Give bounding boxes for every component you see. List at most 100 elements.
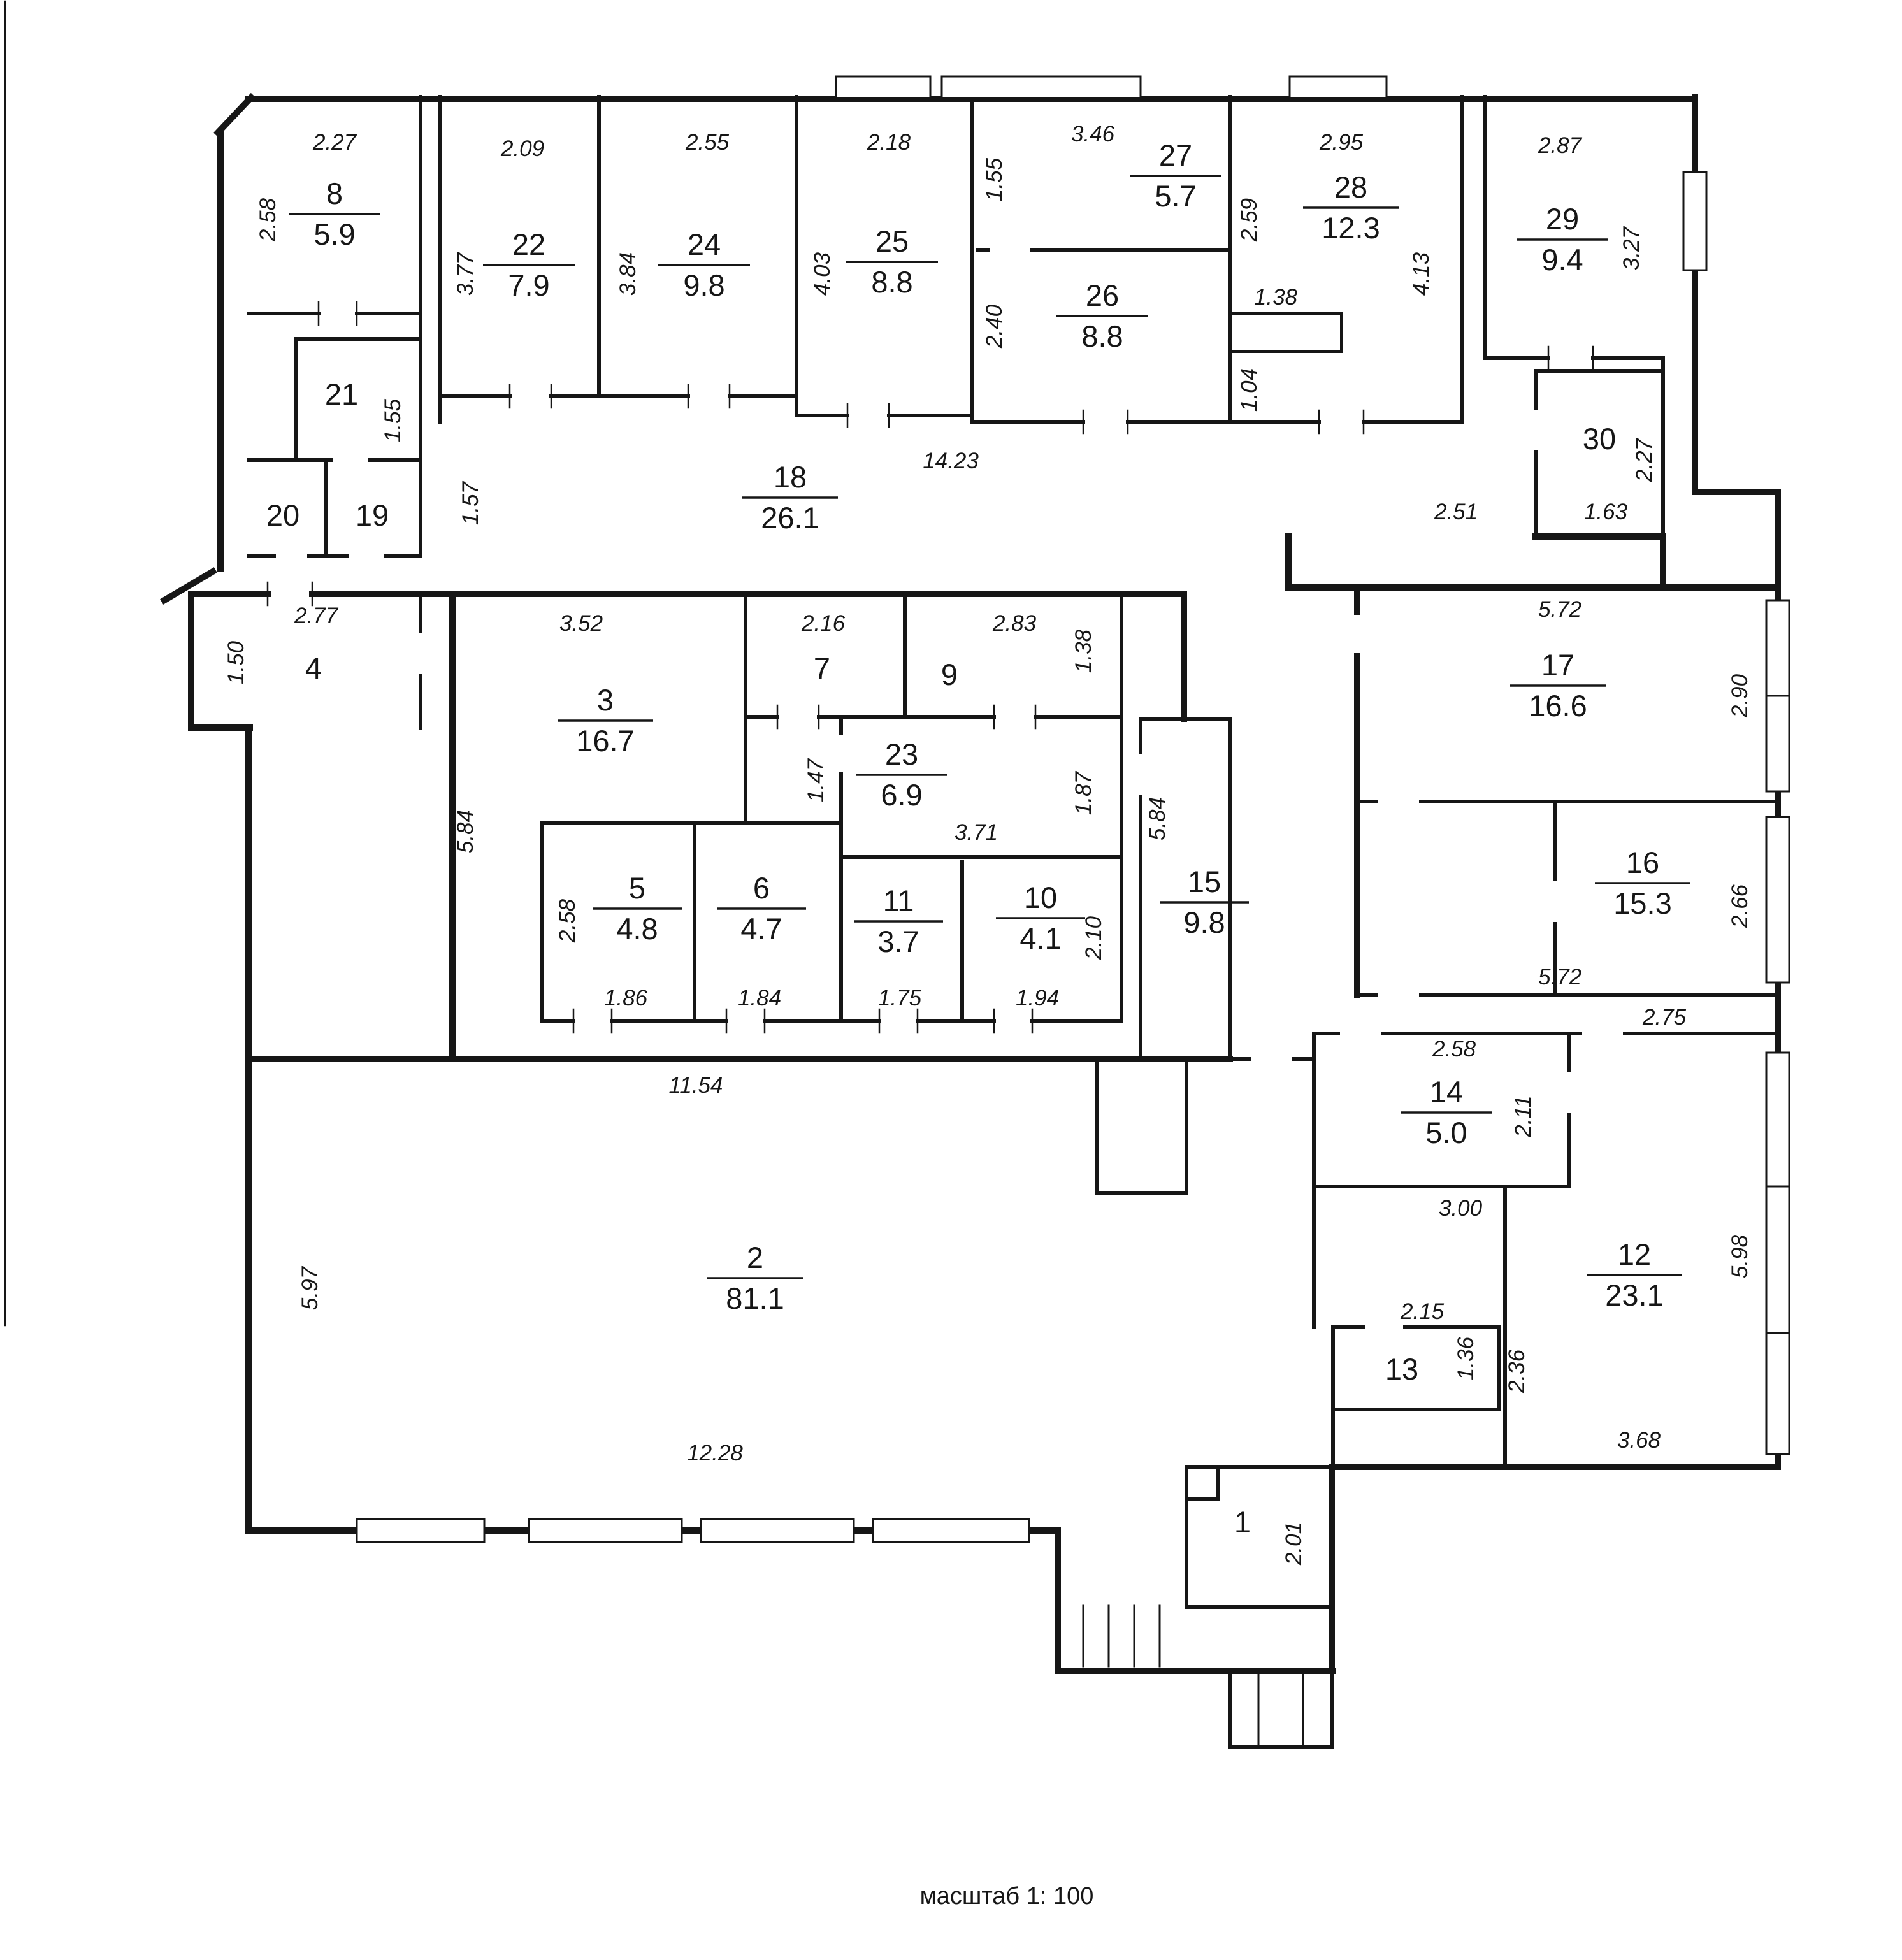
- niche-room-28: [1232, 312, 1343, 353]
- door-jamb-ticks: [266, 301, 1594, 1034]
- room-area: 9.4: [1541, 243, 1583, 277]
- dim-d30l: 2.51: [1434, 500, 1478, 524]
- room-label-24: 24 9.8: [658, 227, 750, 302]
- room-area: 16.7: [576, 724, 634, 758]
- walls: [4, 0, 1781, 1749]
- dim-d8h: 2.58: [256, 198, 280, 242]
- dim-d14b: 3.00: [1439, 1196, 1483, 1221]
- room-label-27: 27 5.7: [1130, 138, 1221, 213]
- dim-d6b: 1.84: [738, 986, 781, 1011]
- room-label-14: 14 5.0: [1401, 1075, 1492, 1149]
- room-area: 5.7: [1155, 179, 1196, 213]
- room-area: 4.7: [740, 912, 782, 946]
- room-label-9: 9: [941, 658, 958, 691]
- dim-d24h: 3.84: [616, 252, 640, 296]
- dim-d22w: 2.09: [500, 136, 544, 161]
- room-number: 24: [688, 227, 721, 261]
- room-number: 26: [1086, 278, 1119, 312]
- room-number: 16: [1626, 846, 1659, 879]
- room-number: 12: [1618, 1237, 1651, 1271]
- room-label-16: 16 15.3: [1595, 846, 1690, 920]
- dim-d13w: 2.15: [1400, 1299, 1445, 1324]
- dim-d16c: 2.75: [1642, 1005, 1687, 1030]
- room-area: 4.8: [616, 912, 658, 946]
- room-area: 6.9: [881, 778, 922, 812]
- room-area: 9.8: [683, 268, 724, 302]
- dim-d28r: 4.13: [1409, 252, 1434, 296]
- dim-d28h: 2.59: [1237, 198, 1262, 242]
- room-number: 17: [1541, 648, 1574, 682]
- room-area: 4.1: [1019, 921, 1061, 955]
- room-area: 9.8: [1183, 905, 1225, 939]
- dim-d5b: 1.86: [604, 986, 648, 1011]
- dim-d29w: 2.87: [1538, 133, 1583, 158]
- room-label-3: 3 16.7: [558, 683, 653, 758]
- dim-d7w: 2.16: [801, 611, 846, 636]
- room-number: 3: [597, 683, 614, 717]
- room-area: 16.6: [1529, 689, 1587, 723]
- room-label-20: 20: [266, 498, 299, 532]
- window: [1682, 171, 1708, 271]
- dim-d4w: 2.77: [294, 603, 339, 628]
- window: [940, 75, 1142, 99]
- dim-d19h: 1.57: [458, 480, 483, 525]
- window: [872, 1518, 1030, 1543]
- room-label-1: 1: [1234, 1505, 1251, 1539]
- room-label-7: 7: [814, 651, 830, 685]
- room-label-18: 18 26.1: [742, 460, 838, 535]
- room-area: 81.1: [726, 1281, 784, 1315]
- room-label-25: 25 8.8: [846, 224, 938, 299]
- room-label-13: 13: [1385, 1352, 1418, 1386]
- dim-d25h: 4.03: [810, 252, 835, 296]
- room-number: 2: [747, 1241, 763, 1274]
- room-label-12: 12 23.1: [1587, 1237, 1682, 1312]
- room-label-28: 28 12.3: [1303, 170, 1399, 245]
- dim-d27w: 3.46: [1071, 122, 1115, 147]
- dim-d10b: 1.94: [1016, 986, 1059, 1011]
- room-number: 15: [1188, 865, 1221, 898]
- dim-d23b: 3.71: [955, 820, 998, 845]
- dim-d13h: 1.36: [1453, 1336, 1478, 1380]
- dim-d12b: 3.68: [1617, 1428, 1661, 1453]
- dim-d23l: 1.47: [803, 758, 828, 802]
- window: [356, 1518, 486, 1543]
- dim-d23r: 1.87: [1071, 770, 1096, 815]
- room-number: 14: [1430, 1075, 1463, 1109]
- room-label-29: 29 9.4: [1517, 202, 1608, 277]
- dim-d27h: 1.55: [982, 157, 1007, 201]
- room-label-23: 23 6.9: [856, 737, 947, 812]
- dim-d26h: 2.40: [982, 304, 1007, 349]
- room-number: 5: [629, 871, 645, 905]
- room-number: 11: [883, 884, 914, 918]
- room-number: 27: [1159, 138, 1192, 172]
- scale-label: масштаб 1: 100: [920, 1883, 1094, 1910]
- dim-d14w: 2.58: [1432, 1037, 1476, 1062]
- room-number: 6: [753, 871, 770, 905]
- dim-d29h: 3.27: [1619, 226, 1644, 270]
- dim-d9w: 2.83: [992, 611, 1037, 636]
- dim-d22h: 3.77: [453, 251, 478, 296]
- dim-d28w: 2.95: [1319, 130, 1364, 155]
- dim-d3w: 3.52: [559, 611, 603, 636]
- window: [1765, 1051, 1790, 1455]
- dim-d2b: 12.28: [687, 1441, 743, 1466]
- windows: [356, 75, 1790, 1543]
- room-number: 25: [875, 224, 909, 258]
- room-number: 23: [885, 737, 918, 771]
- dim-d9h: 1.38: [1071, 629, 1096, 673]
- room-number: 28: [1334, 170, 1367, 204]
- dim-d21h: 1.55: [380, 398, 405, 442]
- room-label-5: 5 4.8: [593, 871, 682, 946]
- dim-d15h: 5.84: [1145, 797, 1170, 840]
- dim-d13r: 2.36: [1504, 1349, 1529, 1394]
- window: [1288, 75, 1388, 99]
- dim-d3h: 5.84: [453, 810, 478, 853]
- room-label-6: 6 4.7: [717, 871, 806, 946]
- room-label-17: 17 16.6: [1510, 648, 1606, 723]
- room-area: 26.1: [761, 501, 819, 535]
- room-label-10: 10 4.1: [996, 881, 1085, 955]
- room-number: 8: [326, 177, 343, 210]
- dim-d10h: 2.10: [1081, 916, 1106, 960]
- dim-d16b: 5.72: [1538, 965, 1581, 990]
